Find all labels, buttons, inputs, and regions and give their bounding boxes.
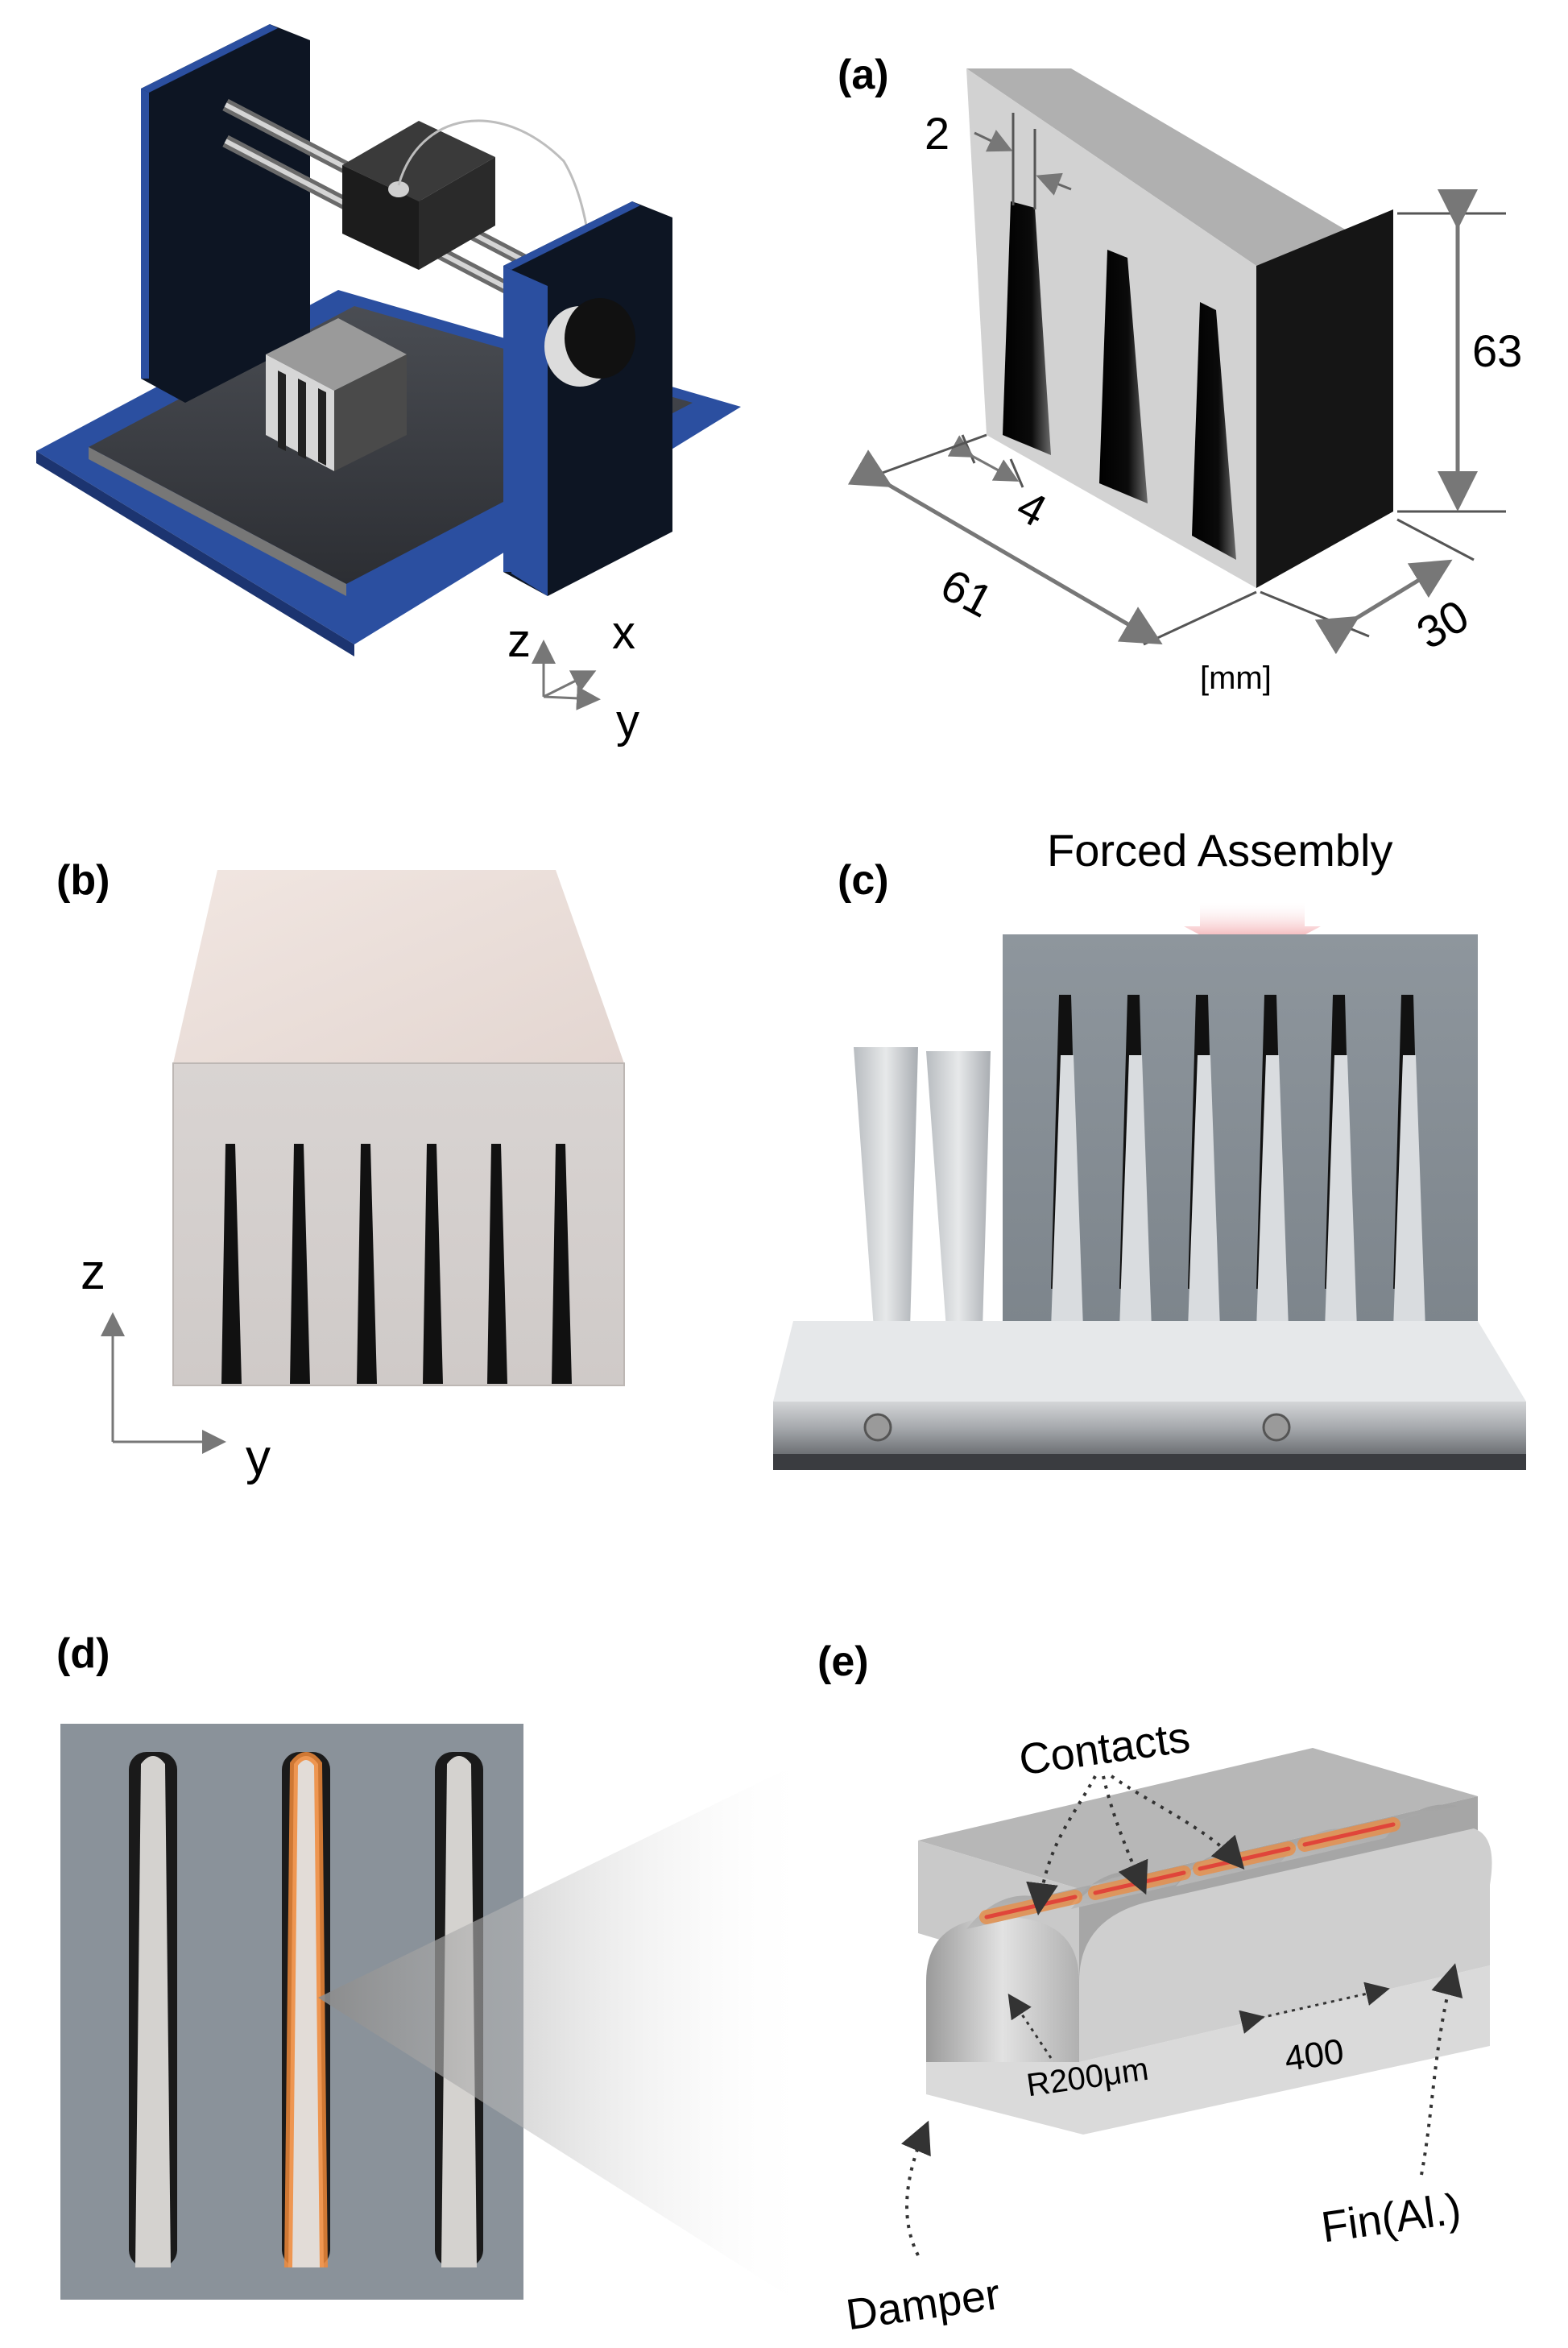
heatsink-base-top	[773, 1321, 1526, 1402]
panel-label-e: (e)	[817, 1638, 869, 1685]
photo-axis-y-label: y	[246, 1430, 271, 1485]
fins-inserted-photo	[1051, 1055, 1425, 1329]
printer-axis-indicator	[532, 640, 601, 710]
dim-pitch-label: 4	[1009, 480, 1055, 536]
panel-label-b: (b)	[56, 857, 110, 904]
photo-b-top	[173, 870, 624, 1063]
panel-e: (e) Contacts	[817, 1638, 1492, 2339]
dim-length-label: 61	[933, 559, 1001, 627]
axis-x-label: x	[612, 607, 635, 659]
photo-d-fins	[135, 1756, 477, 2267]
fin-label: Fin(Al.)	[1318, 2184, 1464, 2252]
block-top-face	[918, 1748, 1478, 1889]
photo-axis-z-label: z	[81, 1244, 105, 1300]
print-head	[342, 121, 495, 201]
panel-a: (a) 2 63 4 61 30 [mm]	[838, 52, 1522, 696]
panel-c: (c) Forced Assembly	[773, 825, 1526, 1470]
spacing-label: 400	[1282, 2031, 1347, 2079]
heatsink-base-front	[773, 1402, 1526, 1454]
contact-highlight	[284, 1752, 328, 2268]
slot-1	[1003, 201, 1051, 455]
panel-d: (d)	[56, 1630, 813, 2312]
contacts-label: Contacts	[1016, 1712, 1193, 1784]
heatsink-top-face	[966, 68, 1393, 266]
panel-label-a: (a)	[838, 52, 889, 98]
zoom-wedge	[318, 1756, 813, 2312]
loose-fin-2	[926, 1051, 991, 1329]
photo-b-front	[173, 1063, 624, 1385]
heatsink-side-face	[1256, 209, 1393, 588]
dim-depth-label: 30	[1409, 590, 1477, 659]
fin-cylinder-1	[926, 1917, 1079, 2062]
printer-upright-left	[141, 24, 310, 403]
photo-axis-indicator	[101, 1312, 226, 1454]
slot-2	[1099, 250, 1148, 503]
axis-y-label: y	[616, 695, 639, 747]
dim-height-label: 63	[1472, 325, 1522, 376]
damper-label: Damper	[843, 2270, 1003, 2339]
panel-label-c: (c)	[838, 857, 889, 904]
panel-b: (b) z y	[56, 857, 625, 1485]
slot-3	[1192, 302, 1236, 560]
forced-assembly-label: Forced Assembly	[1047, 825, 1393, 876]
axis-z-label: z	[507, 615, 531, 667]
unit-label: [mm]	[1200, 661, 1272, 696]
dim-gap-label: 2	[925, 108, 949, 159]
force-arrow	[1184, 902, 1321, 963]
printer-illustration: z x y	[36, 24, 741, 747]
loose-fin-1	[854, 1047, 918, 1329]
panel-label-d: (d)	[56, 1630, 110, 1677]
contacts-leaders	[1026, 1774, 1245, 1915]
photo-b-slots	[221, 1144, 572, 1384]
